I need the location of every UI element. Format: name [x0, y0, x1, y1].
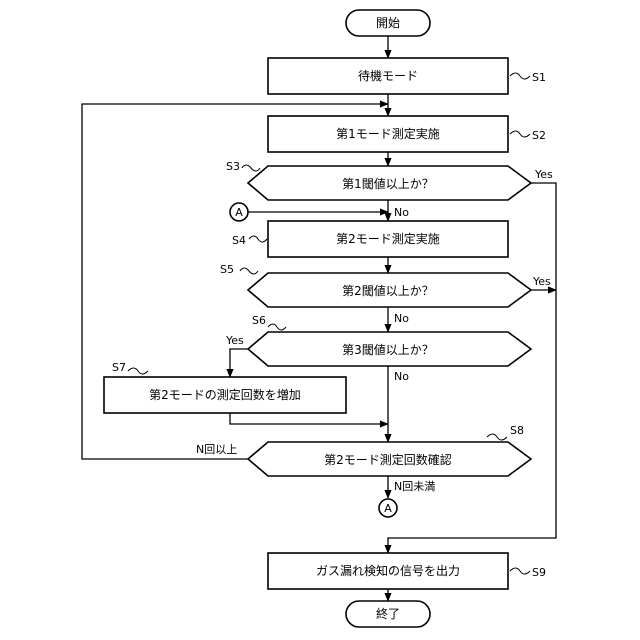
- connector-a-bottom: A: [379, 499, 397, 517]
- step-s1-text: 待機モード: [358, 68, 418, 83]
- s9-leader: [510, 568, 530, 574]
- decision-s5-text: 第2閾値以上か？: [342, 283, 434, 298]
- flow-s6-yes: [230, 349, 248, 377]
- step-s4: 第2モード測定実施: [268, 221, 508, 257]
- decision-s8: 第2モード測定回数確認: [248, 442, 531, 476]
- step-s7-label: S7: [112, 361, 126, 374]
- s5-yes-label: Yes: [532, 275, 551, 288]
- connector-a-top-label: A: [235, 206, 243, 219]
- s2-leader: [510, 131, 530, 137]
- s8-leader: [487, 434, 507, 440]
- s6-leader: [268, 324, 286, 330]
- flow-s7-merge: [230, 413, 388, 424]
- s5-no-label: No: [394, 312, 409, 325]
- step-s2: 第1モード測定実施: [268, 116, 508, 152]
- s6-no-label: No: [394, 370, 409, 383]
- connector-a-top: A: [230, 203, 248, 221]
- decision-s6-label: S6: [252, 314, 266, 327]
- s7-leader: [128, 368, 148, 374]
- step-s4-label: S4: [232, 234, 246, 247]
- step-s1-label: S1: [532, 71, 546, 84]
- step-s2-label: S2: [532, 129, 546, 142]
- step-s7-text: 第2モードの測定回数を増加: [149, 387, 301, 402]
- s8-less-than-n-label: N回未満: [394, 480, 435, 493]
- start-terminal: 開始: [346, 10, 430, 36]
- s6-yes-label: Yes: [225, 334, 244, 347]
- step-s1: 待機モード: [268, 58, 508, 94]
- decision-s3: 第1閾値以上か？: [248, 166, 531, 200]
- s3-yes-label: Yes: [534, 168, 553, 181]
- decision-s5-label: S5: [220, 263, 234, 276]
- s3-no-label: No: [394, 206, 409, 219]
- step-s9-text: ガス漏れ検知の信号を出力: [316, 564, 460, 578]
- decision-s5: 第2閾値以上か？: [248, 273, 531, 307]
- s4-leader: [249, 236, 267, 242]
- end-label: 終了: [376, 606, 400, 621]
- s3-leader: [242, 165, 260, 171]
- end-terminal: 終了: [346, 601, 430, 627]
- step-s9-label: S9: [532, 566, 546, 579]
- decision-s6-text: 第3閾値以上か？: [342, 342, 434, 357]
- start-label: 開始: [376, 16, 400, 30]
- s1-leader: [510, 73, 530, 79]
- step-s2-text: 第1モード測定実施: [336, 126, 440, 141]
- s5-leader: [240, 268, 258, 274]
- step-s9: ガス漏れ検知の信号を出力: [268, 553, 508, 589]
- step-s4-text: 第2モード測定実施: [336, 231, 440, 246]
- decision-s3-label: S3: [226, 160, 240, 173]
- connector-a-bottom-label: A: [384, 502, 392, 515]
- decision-s3-text: 第1閾値以上か？: [342, 176, 434, 191]
- decision-s6: 第3閾値以上か？: [248, 332, 531, 366]
- decision-s8-text: 第2モード測定回数確認: [324, 452, 452, 467]
- s8-n-or-more-label: N回以上: [196, 443, 237, 456]
- decision-s8-label: S8: [510, 424, 524, 437]
- step-s7: 第2モードの測定回数を増加: [104, 377, 346, 413]
